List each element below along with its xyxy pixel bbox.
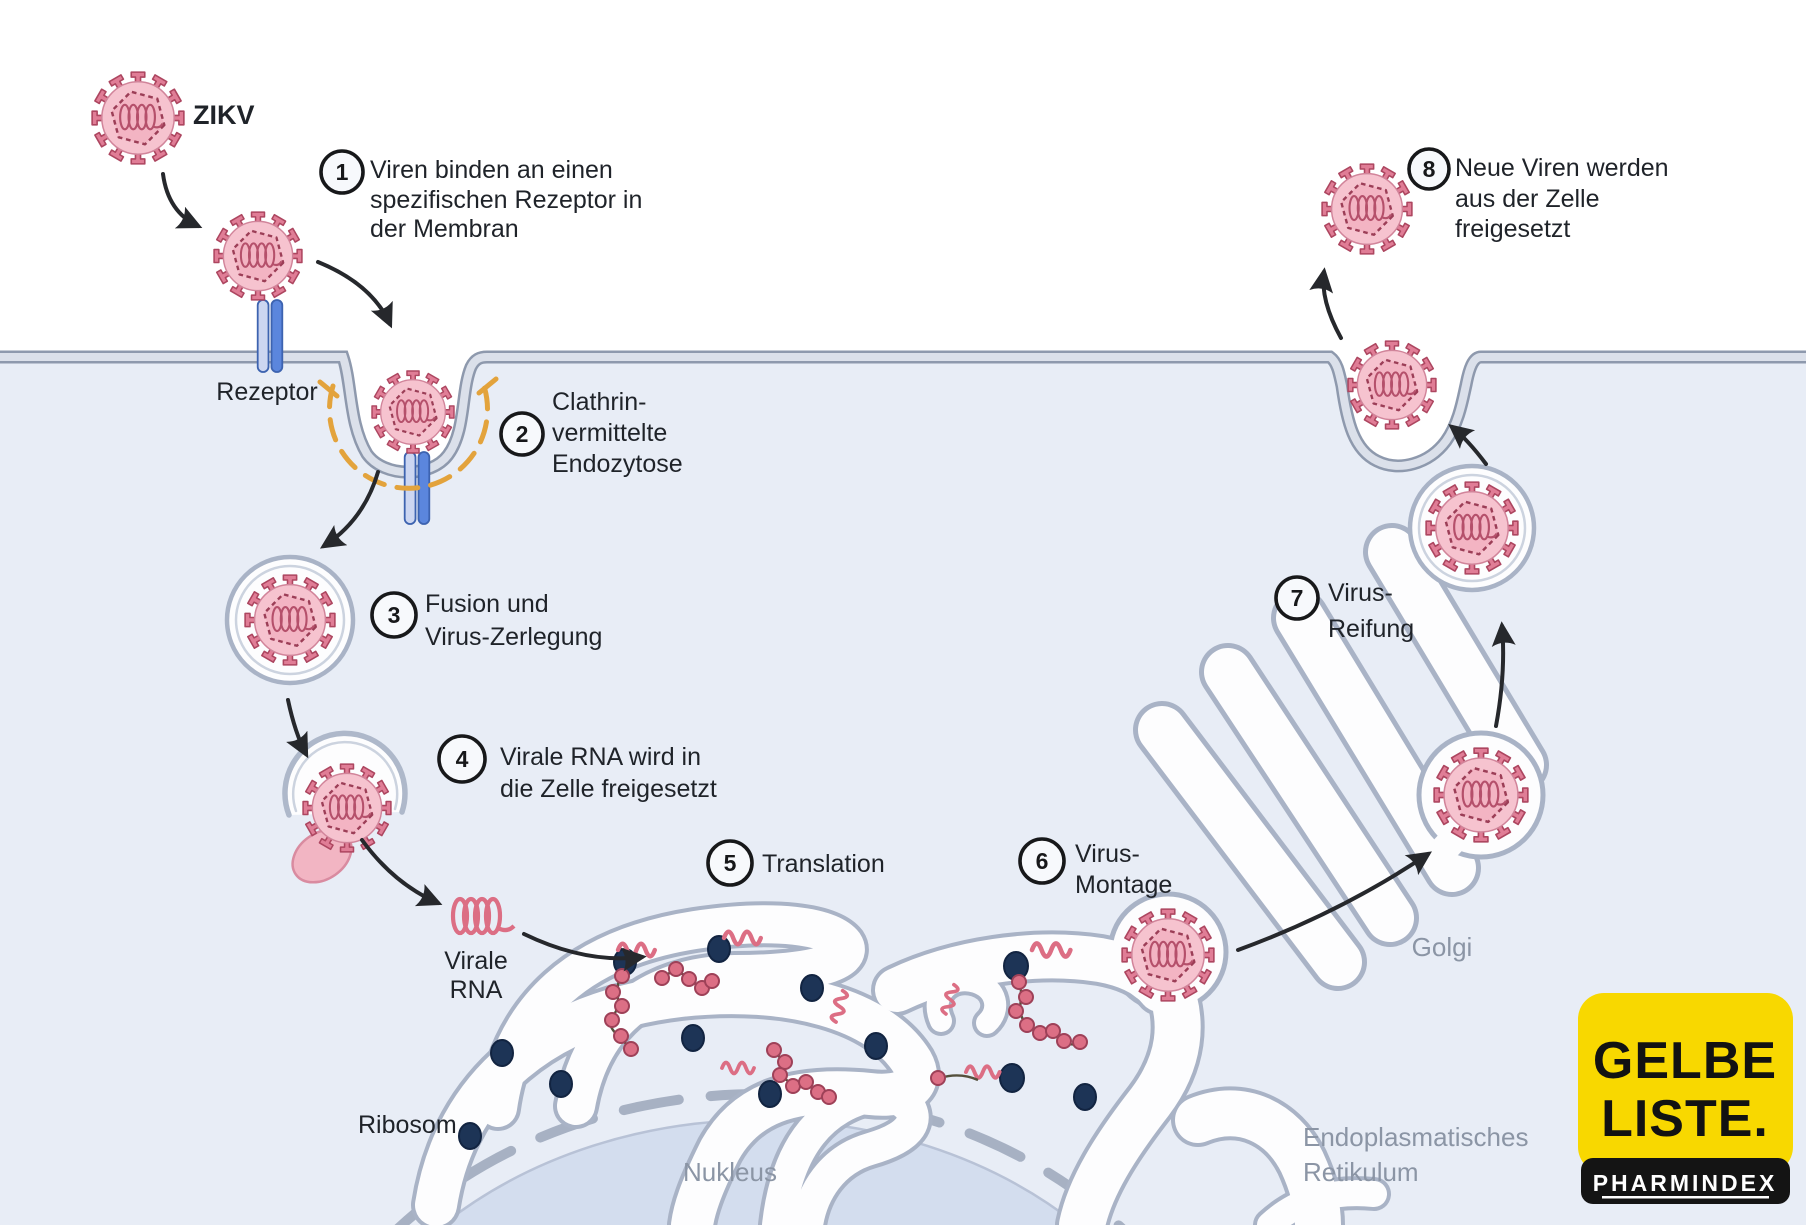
cytoplasm [0,357,1806,1225]
step-5-badge: 5 [706,839,754,887]
logo-line2: LISTE. [1601,1090,1769,1148]
step-3-label: Fusion und Virus-Zerlegung [425,590,602,651]
step-6-line-1: Virus- [1075,840,1140,868]
viral-rna-label-line2: RNA [450,976,503,1004]
step-5-line-1: Translation [762,850,885,878]
clathrin-coat [317,376,499,491]
step-3-number: 3 [388,602,401,628]
er-label-line1: Endoplasmatisches [1303,1122,1528,1152]
receptor-label: Rezeptor [216,378,317,406]
step-6-badge: 6 [1018,837,1066,885]
step-1-number: 1 [336,159,349,185]
step-8-label: Neue Viren werden aus der Zelle freigese… [1455,154,1669,243]
step-1-line-1: Viren binden an einen [370,156,613,184]
nucleus-label: Nukleus [683,1157,777,1187]
step-3-line-1: Fusion und [425,590,549,618]
step-7-label: Virus- Reifung [1328,579,1414,643]
step-2-line-1: Clathrin- [552,388,646,416]
arrow-vesicle-to-membrane [1448,423,1488,466]
arrow-to-er [522,932,647,972]
step-7-number: 7 [1291,585,1304,611]
logo-underline [1602,1196,1769,1199]
step-4-badge: 4 [437,734,487,784]
step-1-line-3: der Membran [370,215,519,243]
step-4-line-1: Virale RNA wird in [500,743,701,771]
arrow-uncoating [286,698,309,759]
step-8-line-3: freigesetzt [1455,215,1570,243]
endoplasmic-reticulum [411,891,1391,1225]
logo-black-bar [1581,1158,1790,1204]
step-7-line-2: Reifung [1328,615,1414,643]
step-8-line-1: Neue Viren werden [1455,154,1669,182]
er-label-line2: Retikulum [1303,1157,1419,1187]
step-8-badge: 8 [1407,147,1451,191]
endosome-with-virus [224,554,356,686]
step-2-line-3: Endozytose [552,450,683,478]
uncoating-endosome [282,730,408,884]
step-4-line-2: die Zelle freigesetzt [500,775,717,803]
step-4-number: 4 [456,746,469,772]
step-4-label: Virale RNA wird in die Zelle freigesetzt [500,743,717,803]
logo-subline: PHARMINDEX [1593,1170,1778,1196]
step-3-badge: 3 [370,591,418,639]
step-6-number: 6 [1036,848,1049,874]
pathway-arrows [161,172,1516,972]
golgi-label: Golgi [1412,932,1473,962]
maturation-vesicle [1407,463,1537,593]
step-2-number: 2 [516,421,529,447]
step-2-line-2: vermittelte [552,419,667,447]
arrow-er-to-golgi [1236,851,1432,952]
arrow-release [1309,267,1343,340]
ribosome-labeled [458,1122,482,1150]
step-1-label: Viren binden an einen spezifischen Rezep… [370,156,642,243]
arrow-golgi-to-vesicle [1491,621,1516,728]
arrow-rna-release [360,838,443,907]
viral-rna-label-line1: Virale [444,947,507,975]
nascent-protein-chains [604,961,1088,1105]
step-7-badge: 7 [1274,575,1320,621]
step-7-line-1: Virus- [1328,579,1393,607]
step-5-label: Translation [762,850,885,878]
step-1-line-2: spezifischen Rezeptor in [370,186,642,214]
virus-name-label: ZIKV [193,100,255,130]
step-1-badge: 1 [319,149,365,195]
step-3-line-2: Virus-Zerlegung [425,623,602,651]
golgi-apparatus [1133,523,1549,991]
step-8-line-2: aus der Zelle [1455,185,1600,213]
step-5-number: 5 [724,850,737,876]
step-6-line-2: Montage [1075,871,1172,899]
step-2-label: Clathrin- vermittelte Endozytose [552,388,683,478]
arrow-to-endosome [319,470,380,549]
arrow-to-pit [316,260,393,329]
cell-membrane [0,350,1806,479]
logo-yellow-box [1578,993,1793,1173]
arrow-binding [161,172,203,229]
step-8-number: 8 [1423,156,1436,182]
step-6-label: Virus- Montage [1075,840,1172,899]
logo-line1: GELBE [1593,1032,1777,1090]
viral-rna-coil [450,896,516,936]
gelbe-liste-logo: GELBE LISTE. PHARMINDEX [1578,993,1793,1204]
ribosome-label: Ribosom [358,1111,457,1139]
step-2-badge: 2 [499,411,545,457]
